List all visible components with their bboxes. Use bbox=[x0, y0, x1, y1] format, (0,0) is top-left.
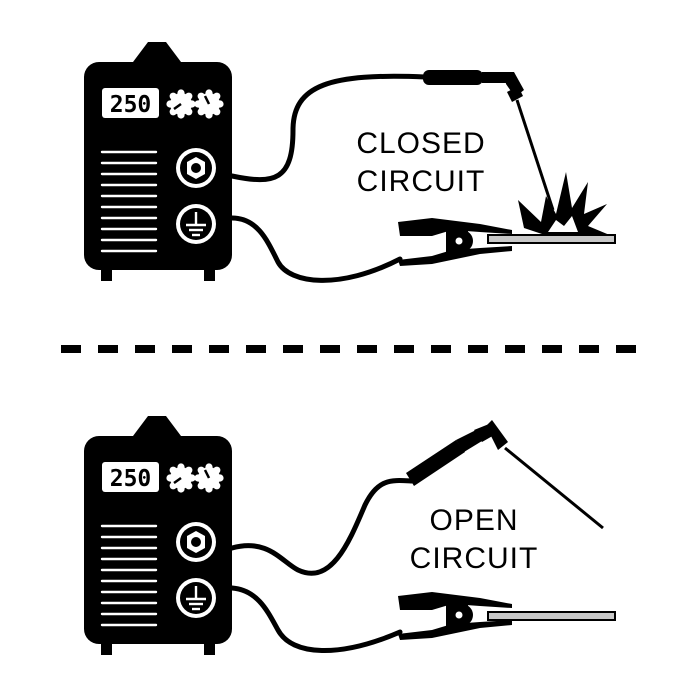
open-circuit-panel: 250 OPEN CIRCUIT bbox=[82, 414, 616, 657]
closed-display-readout: 250 bbox=[110, 92, 152, 118]
spark-icon bbox=[518, 172, 612, 236]
workpiece-plate bbox=[487, 611, 616, 621]
open-display-readout: 250 bbox=[110, 466, 152, 492]
closed-circuit-panel: 250 CLOSED CIRCUIT bbox=[82, 40, 616, 283]
open-label-line1: OPEN bbox=[429, 504, 518, 537]
open-label-line2: CIRCUIT bbox=[410, 542, 539, 575]
closed-label-line1: CLOSED bbox=[356, 127, 485, 160]
closed-label-line2: CIRCUIT bbox=[357, 165, 486, 198]
welder-machine-icon bbox=[82, 414, 234, 657]
welder-machine-icon bbox=[82, 40, 234, 283]
workpiece-plate bbox=[487, 234, 616, 244]
welding-torch-icon bbox=[423, 70, 555, 211]
welding-torch-icon bbox=[406, 420, 604, 530]
